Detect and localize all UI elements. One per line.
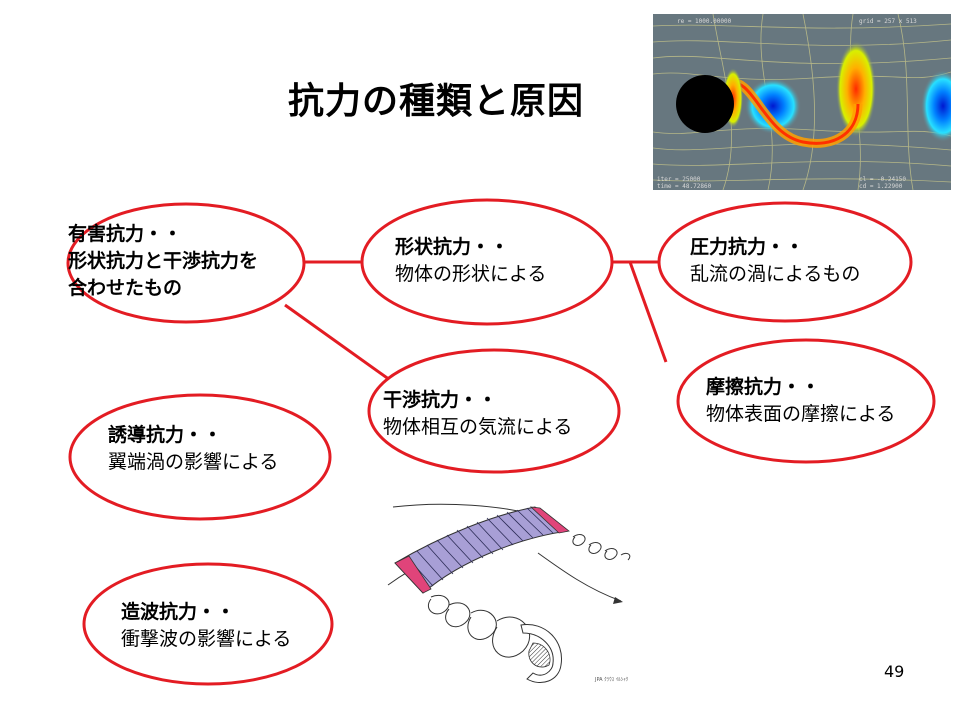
sim-readout-top-right: grid = 257 x 513 [859,18,917,25]
ellipse-wave-drag [82,562,334,686]
sim-readout-top-left: re = 1000.00000 [677,18,732,25]
parasite-drag-title: 有害抗力・・ [68,223,183,245]
pressure-drag-desc: 乱流の渦によるもの [690,263,861,285]
sim-readout-bottom-left-2: time = 48.72860 [657,183,712,190]
connector-form-friction [628,261,668,363]
induced-drag-desc: 翼端渦の影響による [108,451,279,473]
ellipse-form-drag [360,198,614,326]
sim-readout-bottom-right-2: cd = 1.22900 [859,183,903,190]
wave-drag-title: 造波抗力・・ [121,601,236,623]
ellipse-friction-drag [676,338,936,464]
friction-drag-desc: 物体表面の摩擦による [706,403,896,425]
ellipse-pressure-drag [657,201,913,323]
ellipse-parasite-drag [66,202,306,324]
node-interference-drag: 干渉抗力・・ 物体相互の気流による [383,387,572,441]
page-number: 49 [884,662,905,681]
cylinder-wake-simulation-image: re = 1000.00000 grid = 257 x 513 iter = … [653,14,951,190]
pressure-drag-title: 圧力抗力・・ [690,236,805,258]
form-drag-title: 形状抗力・・ [395,236,510,258]
form-drag-desc: 物体の形状による [395,263,547,285]
wingtip-vortex-illustration: JPA ｸﾗｳｽ ｲﾙｼｬｸ [387,503,631,683]
induced-drag-title: 誘導抗力・・ [108,424,223,446]
node-wave-drag: 造波抗力・・ 衝撃波の影響による [121,599,291,653]
vortex-image-credit: JPA ｸﾗｳｽ ｲﾙｼｬｸ [594,677,629,683]
node-form-drag: 形状抗力・・ 物体の形状による [395,234,546,288]
parasite-drag-desc-line2: 合わせたもの [68,277,183,299]
parasite-drag-desc-line1: 形状抗力と干渉抗力を [68,250,259,272]
interference-drag-desc: 物体相互の気流による [383,416,573,438]
sim-readout-bottom-right-1: cl = -0.24150 [859,176,906,183]
node-friction-drag: 摩擦抗力・・ 物体表面の摩擦による [706,374,895,428]
slide-title: 抗力の種類と原因 [288,81,585,122]
node-parasite-drag: 有害抗力・・ 形状抗力と干渉抗力を 合わせたもの [68,221,258,302]
ellipse-interference-drag [367,348,621,474]
sim-readout-bottom-left-1: iter = 25000 [657,176,701,183]
connector-parasite-interference [284,303,391,382]
interference-drag-title: 干渉抗力・・ [383,389,498,411]
node-induced-drag: 誘導抗力・・ 翼端渦の影響による [108,422,278,476]
node-pressure-drag: 圧力抗力・・ 乱流の渦によるもの [690,234,860,288]
friction-drag-title: 摩擦抗力・・ [706,376,821,398]
wave-drag-desc: 衝撃波の影響による [121,628,292,650]
ellipse-induced-drag [68,393,332,521]
